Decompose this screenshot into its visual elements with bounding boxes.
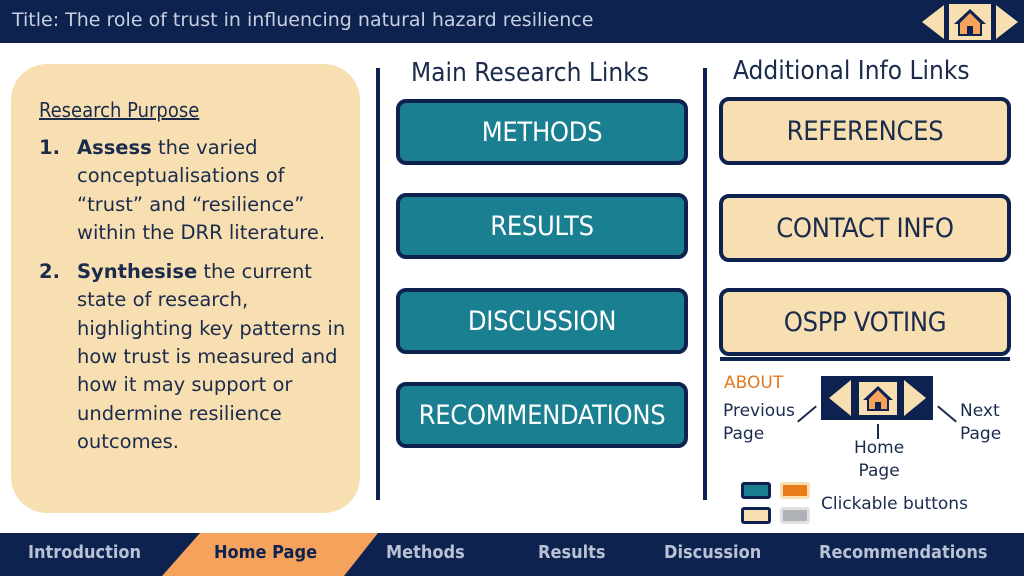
beige-button-swatch <box>741 507 771 524</box>
home-icon <box>859 382 897 415</box>
previous-label-line: Previous <box>723 401 795 421</box>
about-label: ABOUT <box>724 373 784 393</box>
next-label-line: Page <box>960 424 1002 444</box>
tab-introduction[interactable]: Introduction <box>28 542 142 563</box>
research-purpose-item: 1. Assess the varied conceptualisations … <box>39 134 349 247</box>
tab-methods[interactable]: Methods <box>386 542 465 563</box>
references-button[interactable]: REFERENCES <box>719 97 1011 165</box>
purpose-verb: Synthesise <box>77 260 198 284</box>
tab-discussion[interactable]: Discussion <box>664 542 762 563</box>
discussion-button[interactable]: DISCUSSION <box>396 288 688 354</box>
results-button[interactable]: RESULTS <box>396 193 688 259</box>
purpose-text: the varied conceptualisations of “trust”… <box>77 136 326 244</box>
home-icon[interactable] <box>949 4 991 40</box>
column-divider <box>376 68 380 500</box>
gray-button-swatch <box>780 507 810 524</box>
teal-button-swatch <box>741 482 771 499</box>
orange-button-swatch <box>780 482 810 499</box>
column-divider <box>703 68 707 500</box>
research-purpose-list: 1. Assess the varied conceptualisations … <box>39 134 349 467</box>
legend-pointer-line <box>877 424 879 439</box>
clickable-buttons-label: Clickable buttons <box>821 494 968 514</box>
next-arrow-icon[interactable] <box>994 4 1020 40</box>
header-bar: Title: The role of trust in influencing … <box>0 0 1024 43</box>
page-title: Title: The role of trust in influencing … <box>12 9 594 31</box>
research-purpose-heading: Research Purpose <box>39 98 200 122</box>
contact-info-button[interactable]: CONTACT INFO <box>719 194 1011 262</box>
recommendations-button[interactable]: RECOMMENDATIONS <box>396 382 688 448</box>
tab-home-page[interactable]: Home Page <box>214 542 318 563</box>
ospp-voting-button[interactable]: OSPP VOTING <box>719 288 1011 356</box>
previous-label-line: Page <box>723 424 765 444</box>
methods-button[interactable]: METHODS <box>396 99 688 165</box>
home-label-line: Page <box>858 461 900 481</box>
section-divider <box>720 357 1010 361</box>
home-label-line: Home <box>854 438 905 458</box>
legend-pointer-line <box>797 405 817 423</box>
home-page-legend-label: Home Page <box>854 437 904 483</box>
list-number: 1. <box>39 136 60 159</box>
tab-recommendations[interactable]: Recommendations <box>819 542 988 563</box>
research-purpose-panel: Research Purpose 1. Assess the varied co… <box>11 64 360 513</box>
additional-info-links-heading: Additional Info Links <box>733 56 970 86</box>
active-tab-highlight <box>162 533 378 576</box>
previous-page-legend-label: Previous Page <box>723 400 795 446</box>
previous-arrow-icon <box>829 380 851 416</box>
research-purpose-item: 2. Synthesise the current state of resea… <box>39 258 349 456</box>
tab-results[interactable]: Results <box>538 542 606 563</box>
main-research-links-heading: Main Research Links <box>411 58 649 88</box>
previous-arrow-icon[interactable] <box>920 4 946 40</box>
next-page-legend-label: Next Page <box>960 400 1001 446</box>
legend-pointer-line <box>937 405 957 423</box>
purpose-text: the current state of research, highlight… <box>77 260 346 453</box>
list-number: 2. <box>39 260 60 284</box>
next-label-line: Next <box>960 401 1000 421</box>
footer-nav: Introduction Home Page Methods Results D… <box>0 533 1024 576</box>
purpose-verb: Assess <box>77 136 152 159</box>
next-arrow-icon <box>904 380 926 416</box>
